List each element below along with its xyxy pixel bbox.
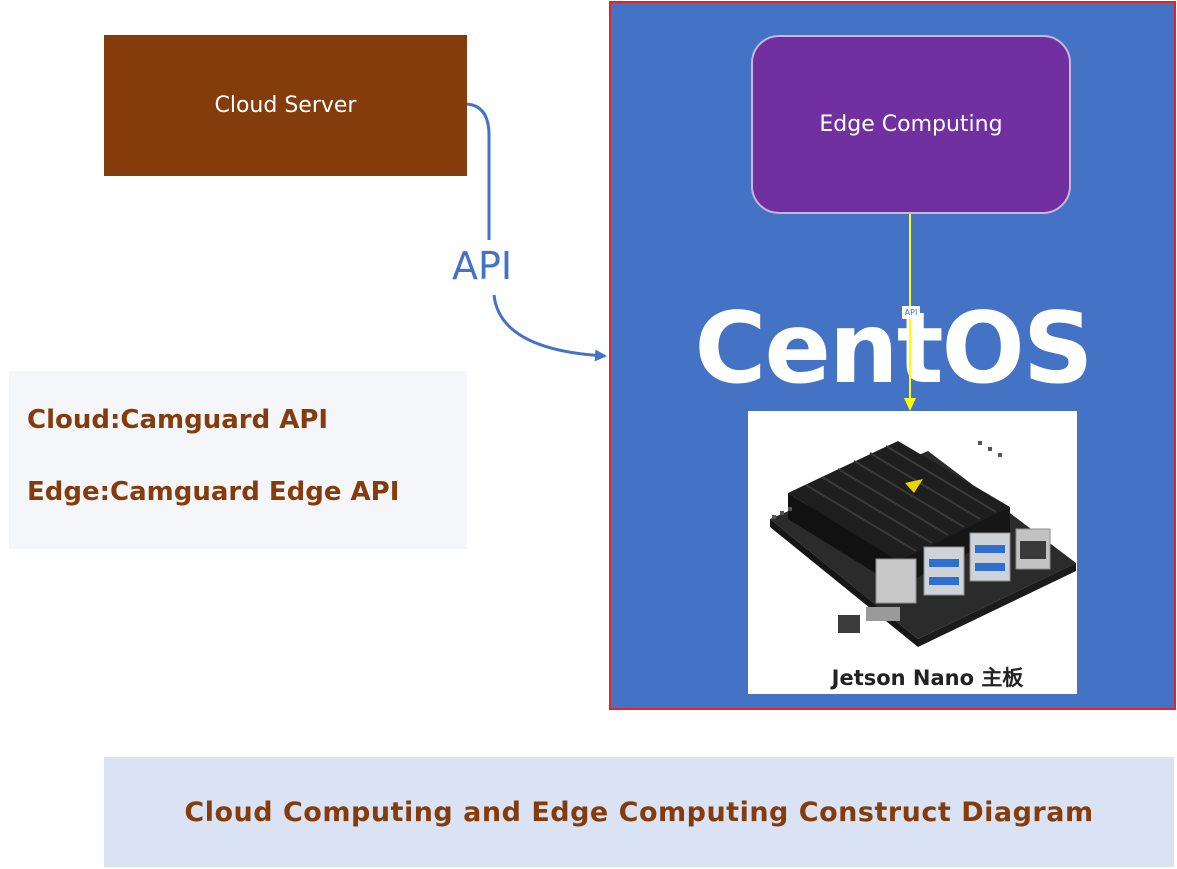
- edge-computing-node: Edge Computing: [751, 35, 1071, 214]
- jetson-nano-board-image: [770, 441, 1076, 647]
- jetson-nano-caption: Jetson Nano 主板: [831, 666, 1024, 690]
- api-connector-line: [466, 102, 605, 356]
- diagram-caption-bar: Cloud Computing and Edge Computing Const…: [104, 757, 1174, 867]
- edge-computing-label: Edge Computing: [819, 112, 1003, 137]
- internal-api-arrowhead: [904, 398, 916, 411]
- api-legend: Cloud:Camguard API Edge:Camguard Edge AP…: [9, 371, 467, 549]
- cloud-server-node: Cloud Server: [104, 35, 467, 176]
- api-connector-label: API: [452, 244, 513, 288]
- cloud-server-label: Cloud Server: [214, 93, 357, 118]
- legend-edge-api: Edge:Camguard Edge API: [27, 477, 400, 507]
- internal-api-label: API: [902, 306, 920, 319]
- diagram-caption: Cloud Computing and Edge Computing Const…: [184, 796, 1094, 828]
- centos-wordmark: CentOS: [694, 292, 1094, 406]
- jetson-nano-board-card: [748, 411, 1077, 694]
- legend-cloud-api: Cloud:Camguard API: [27, 405, 329, 435]
